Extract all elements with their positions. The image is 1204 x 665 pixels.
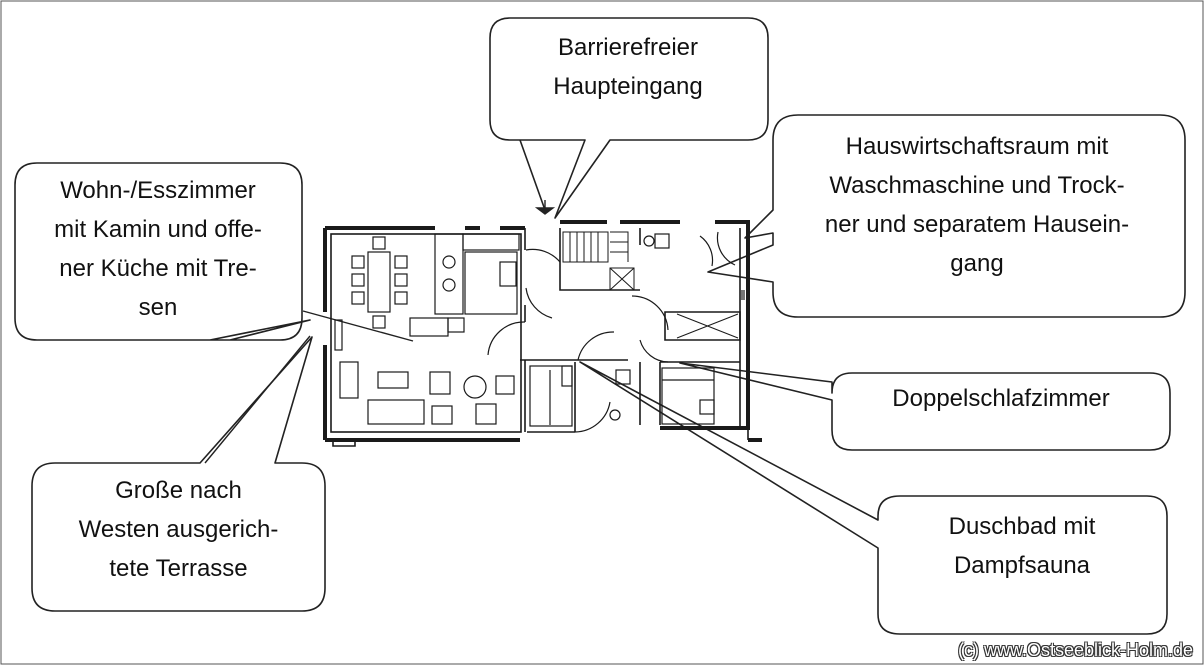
leader-living [302, 310, 414, 342]
bubble-bathroom [579, 361, 1168, 635]
callout-line: tete Terrasse [109, 555, 248, 582]
callout-bathroom: Duschbad mit Dampfsauna [884, 507, 1160, 585]
callout-line: Hauswirtschaftsraum mit [845, 133, 1109, 160]
bubble-entrance [489, 17, 769, 219]
callout-line: gang [950, 250, 1004, 277]
callout-line: Große nach [115, 477, 242, 504]
callout-line: sen [138, 294, 178, 321]
callout-utility: Hauswirtschaftsraum mit Waschmaschine un… [778, 127, 1176, 283]
bubble-utility [707, 114, 1186, 318]
callout-line: Barrierefreier [557, 34, 699, 61]
bubble-living [14, 162, 311, 341]
callout-line: Doppelschlafzimmer [892, 385, 1110, 412]
callout-line: mit Kamin und offe- [54, 216, 262, 243]
callout-line: Haupteingang [553, 73, 703, 100]
leader-terrace [204, 335, 311, 464]
bubble-entrance-tail [519, 139, 546, 211]
callout-terrace: Große nach Westen ausgerich- tete Terras… [36, 471, 321, 588]
callout-line: Waschmaschine und Trock- [829, 172, 1125, 199]
callout-entrance: Barrierefreier Haupteingang [494, 28, 762, 106]
bubble-bedroom [679, 362, 1171, 451]
callout-bedroom: Doppelschlafzimmer [840, 379, 1162, 418]
callout-line: Westen ausgerich- [78, 516, 279, 543]
callout-line: Dampfsauna [953, 552, 1091, 579]
callout-living: Wohn-/Esszimmer mit Kamin und offe- ner … [18, 171, 298, 327]
copyright-notice: (c) www.Ostseeblick-Holm.de [958, 640, 1194, 660]
callout-line: ner und separatem Hausein- [824, 211, 1130, 238]
callout-line: ner Küche mit Tre- [59, 255, 257, 282]
callout-line: Duschbad mit [948, 513, 1096, 540]
entrance-arrow [534, 200, 556, 215]
callout-line: Wohn-/Esszimmer [60, 177, 256, 204]
building [323, 220, 762, 447]
